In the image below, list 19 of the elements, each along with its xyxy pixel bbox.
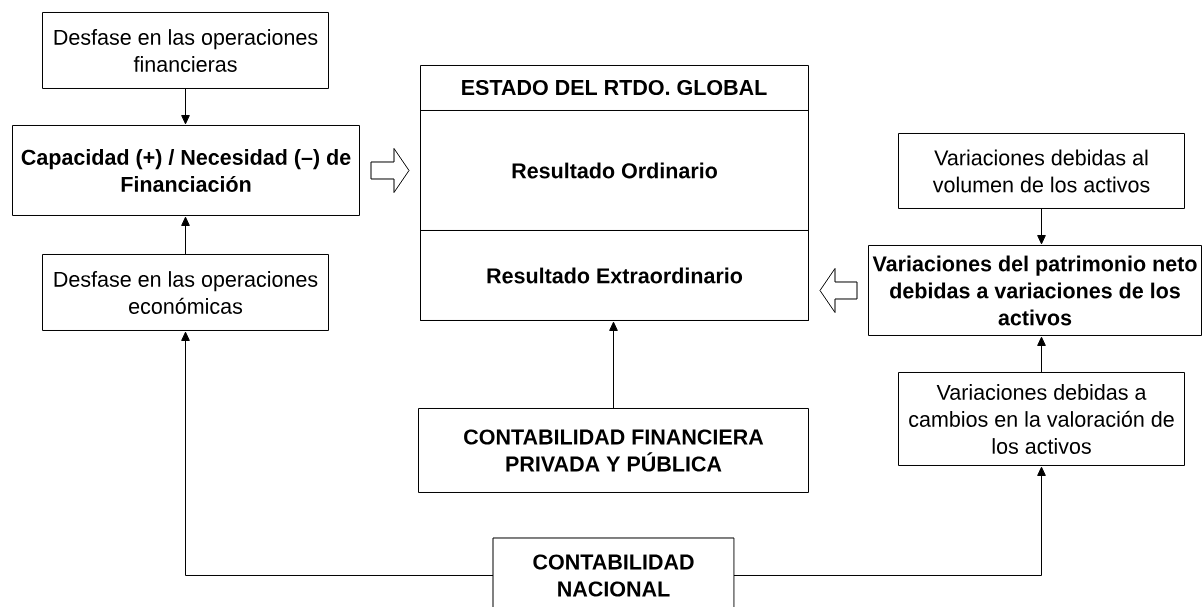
table-row: Resultado Ordinario bbox=[420, 110, 809, 231]
arrow bbox=[609, 321, 618, 409]
arrow bbox=[1037, 336, 1046, 373]
source-box: CONTABILIDAD NACIONAL bbox=[492, 537, 735, 607]
arrow bbox=[733, 466, 1046, 576]
text-box: Desfase en las operaciones financieras bbox=[42, 12, 329, 89]
arrow bbox=[181, 88, 190, 125]
arrow bbox=[1037, 208, 1046, 245]
block-arrow bbox=[370, 148, 410, 193]
result-box: Variaciones del patrimonio neto debidas a variaciones de los activos bbox=[868, 245, 1202, 336]
text-box: Desfase en las operaciones económicas bbox=[42, 254, 329, 331]
block-arrow bbox=[819, 268, 858, 313]
text-box: Variaciones debidas al volumen de los activos bbox=[898, 133, 1185, 209]
arrow bbox=[181, 331, 494, 576]
table-row: Resultado Extraordinario bbox=[420, 230, 809, 321]
text-box: Variaciones debidas a cambios en la valoración de los activos bbox=[898, 372, 1185, 466]
result-box: Capacidad (+) / Necesidad (–) de Financiación bbox=[12, 125, 360, 216]
source-box: CONTABILIDAD FINANCIERA PRIVADA Y PÚBLICA bbox=[418, 408, 809, 493]
arrow bbox=[181, 216, 190, 255]
